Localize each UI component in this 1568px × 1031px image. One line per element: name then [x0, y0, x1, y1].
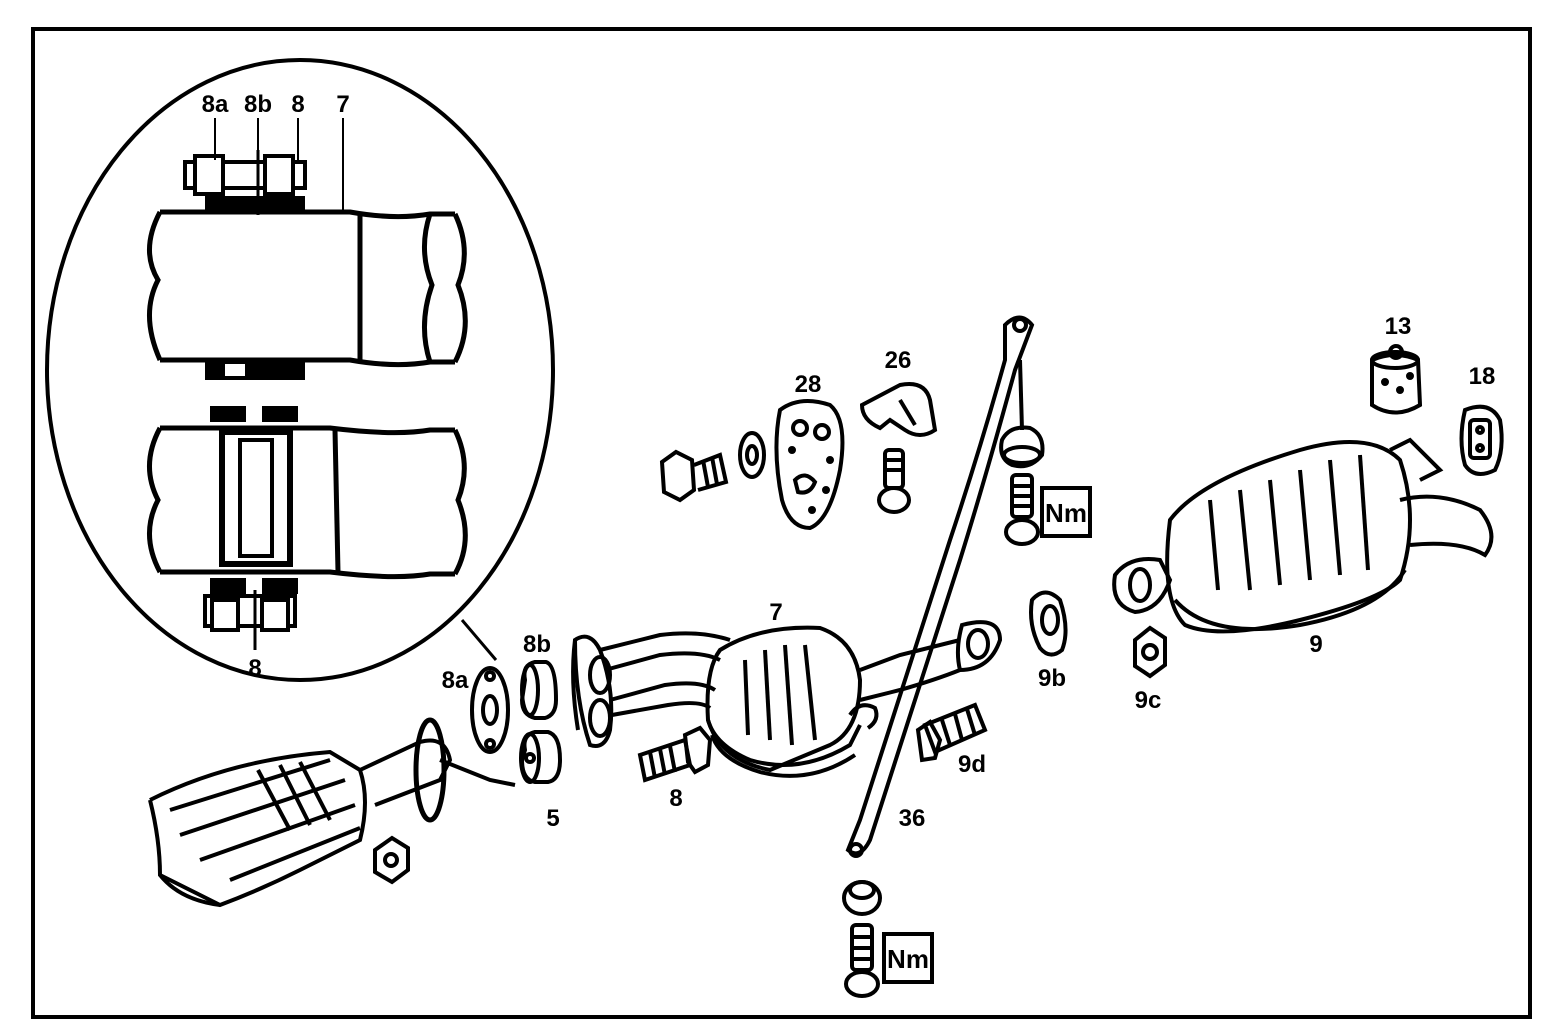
part-13-rubber — [1370, 344, 1423, 415]
inset-detail-view: 8a 8b 8 7 8 — [45, 58, 555, 682]
torque-badge-upper: Nm — [1040, 486, 1092, 538]
ring-5 — [519, 730, 563, 784]
rear-muffler — [1112, 437, 1494, 634]
label-8: 8 — [669, 785, 682, 812]
catalytic-converter — [148, 717, 516, 908]
label-8b: 8b — [523, 631, 551, 658]
inset-pointer — [460, 619, 498, 661]
inset-lower-seals — [210, 406, 298, 594]
part-18-gasket — [1459, 404, 1504, 476]
diagram-frame — [31, 27, 1532, 1019]
middle-muffler — [705, 620, 1003, 778]
label-9: 9 — [1309, 631, 1322, 658]
inset-leaders — [214, 118, 344, 210]
label-13: 13 — [1385, 313, 1412, 340]
label-9c: 9c — [1135, 687, 1162, 714]
label-36: 36 — [899, 805, 926, 832]
inset-label-8b: 8b — [244, 91, 272, 118]
bolt-26 — [877, 448, 911, 514]
bolt-lower — [844, 923, 880, 998]
inset-upper-pipe — [147, 209, 468, 368]
rubber-mount-lower — [842, 880, 882, 916]
torque-badge-upper-text: Nm — [1045, 498, 1087, 528]
inset-label-7: 7 — [336, 91, 349, 118]
torque-badge-lower: Nm — [882, 932, 934, 984]
hanger-strap-36 — [845, 315, 1035, 858]
bolt-hex-large — [659, 449, 729, 503]
inset-lower-pipe — [147, 425, 468, 580]
inset-label-8a: 8a — [202, 91, 229, 118]
label-18: 18 — [1469, 363, 1496, 390]
label-28: 28 — [795, 371, 822, 398]
inset-label-8-bottom: 8 — [248, 655, 261, 682]
label-9b: 9b — [1038, 665, 1066, 692]
label-26: 26 — [885, 347, 912, 374]
front-nut — [373, 835, 410, 885]
gasket-8a — [470, 666, 510, 754]
washer — [738, 431, 766, 479]
bracket-26 — [859, 382, 938, 437]
label-7: 7 — [769, 599, 782, 626]
mount-plate-28 — [774, 399, 845, 531]
inset-ellipse — [45, 58, 555, 682]
label-8a: 8a — [442, 667, 469, 694]
gasket-9b — [1029, 590, 1068, 657]
label-5: 5 — [546, 805, 559, 832]
bolt-upper — [1004, 473, 1040, 546]
inset-lower-clamp — [203, 590, 297, 650]
nut-9c — [1133, 625, 1167, 679]
inset-upper-clamp — [183, 150, 307, 380]
front-pipe-flange — [571, 634, 614, 748]
inset-label-8: 8 — [291, 91, 304, 118]
ring-8b — [519, 660, 559, 720]
bolt-9d — [915, 702, 988, 763]
label-9d: 9d — [958, 751, 986, 778]
bolt-8 — [637, 725, 713, 783]
torque-badge-lower-text: Nm — [887, 944, 929, 974]
rubber-mount-upper — [999, 425, 1045, 469]
